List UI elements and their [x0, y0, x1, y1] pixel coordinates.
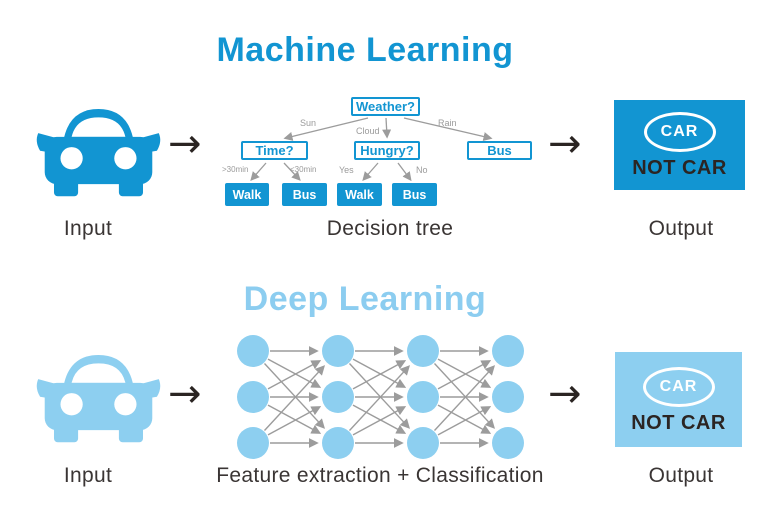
tree-edge-cloud: Cloud — [356, 126, 380, 136]
deep-learning-title: Deep Learning — [243, 280, 487, 318]
tree-node-bus: Bus — [467, 141, 532, 160]
arrow-right-icon: → — [548, 371, 582, 417]
arrow-right-icon: → — [168, 121, 202, 167]
nn-node — [322, 427, 354, 459]
car-input-icon — [32, 97, 165, 199]
nn-node — [322, 335, 354, 367]
ml-output-caption: Output — [648, 217, 714, 240]
nn-node — [237, 335, 269, 367]
nn-node — [492, 427, 524, 459]
nn-node — [237, 381, 269, 413]
dl-process-caption: Feature extraction + Classification — [216, 464, 544, 487]
decision-tree-connectors — [250, 117, 493, 182]
nn-node — [492, 335, 524, 367]
decision-tree: Weather? Sun Cloud Rain Time? Hungry? Bu… — [220, 95, 540, 213]
tree-edge-yes: Yes — [339, 165, 354, 175]
tree-edge-no: No — [416, 165, 428, 175]
nn-node — [322, 381, 354, 413]
neural-network — [237, 335, 524, 459]
nn-node — [407, 427, 439, 459]
dl-output-box: CAR NOT CAR — [615, 352, 742, 447]
ml-process-caption: Decision tree — [326, 217, 454, 240]
tree-edge-sun: Sun — [300, 118, 317, 128]
car-badge-label: CAR — [660, 123, 699, 140]
tree-leaf-walk-1: Walk — [225, 183, 269, 206]
nn-node — [237, 427, 269, 459]
arrow-right-icon: → — [548, 121, 582, 167]
machine-learning-title: Machine Learning — [216, 31, 514, 69]
nn-node — [492, 381, 524, 413]
ml-output-box: CAR NOT CAR — [614, 100, 745, 190]
tree-edge-gt30min: >30min — [222, 165, 249, 174]
tree-leaf-bus-1: Bus — [282, 183, 327, 206]
not-car-label: NOT CAR — [632, 157, 727, 179]
tree-node-weather: Weather? — [351, 97, 420, 116]
tree-node-time: Time? — [241, 141, 308, 160]
car-input-icon — [32, 343, 165, 445]
tree-node-hungry: Hungry? — [354, 141, 420, 160]
tree-edge-rain: Rain — [438, 118, 457, 128]
nn-node — [407, 335, 439, 367]
nn-node — [407, 381, 439, 413]
dl-input-caption: Input — [63, 464, 113, 487]
dl-output-caption: Output — [648, 464, 714, 487]
car-badge-label: CAR — [659, 377, 698, 395]
arrow-right-icon: → — [168, 371, 202, 417]
tree-edge-lt30min: <30min — [290, 165, 317, 174]
tree-leaf-walk-2: Walk — [337, 183, 382, 206]
tree-leaf-bus-2: Bus — [392, 183, 437, 206]
ml-input-caption: Input — [63, 217, 113, 240]
car-badge: CAR — [642, 366, 715, 407]
not-car-label: NOT CAR — [631, 411, 726, 434]
car-badge: CAR — [643, 112, 716, 152]
